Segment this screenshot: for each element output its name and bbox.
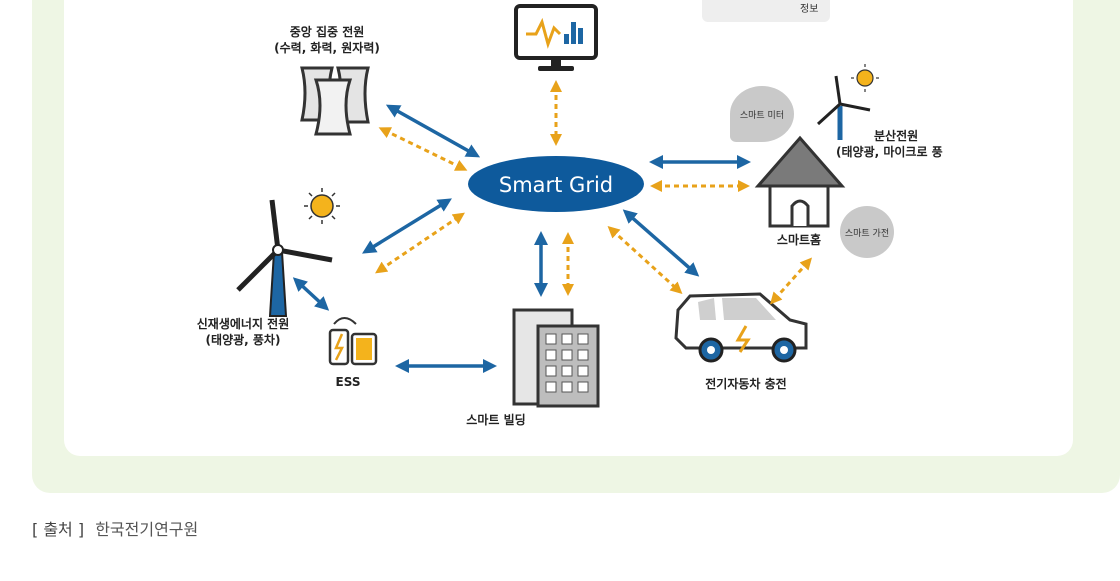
smart-home-label: 스마트홈 — [776, 233, 822, 247]
smart-grid-label: Smart Grid — [498, 173, 614, 197]
distributed-power-label: 분산전원 (태양광, 마이크로 풍 — [836, 128, 966, 160]
electric-car-icon — [674, 292, 808, 363]
small-sun-icon — [851, 64, 879, 92]
legend-info-label: 정보 — [800, 4, 819, 15]
ev-charging-label: 전기자동차 충전 — [705, 377, 787, 391]
source-text: 한국전기연구원 — [95, 520, 199, 539]
smart-building-icon — [512, 308, 600, 408]
ess-label: ESS — [335, 375, 361, 389]
ess-battery-icon — [328, 317, 378, 366]
central-power-subtitle: (수력, 화력, 원자력) — [274, 41, 380, 55]
small-wind-turbine-icon — [816, 75, 871, 140]
monitor-icon — [514, 4, 598, 71]
power-plant-icon — [300, 66, 370, 136]
smart-grid-center — [468, 156, 644, 212]
central-power-label: 중앙 집중 전원 (수력, 화력, 원자력) — [262, 24, 392, 56]
legend: 정보 — [702, 0, 830, 22]
sun-icon — [304, 188, 340, 224]
renewable-subtitle: (태양광, 풍차) — [205, 333, 281, 347]
distributed-power-subtitle: (태양광, 마이크로 풍 — [836, 145, 943, 159]
renewable-title: 신재생에너지 전원 — [196, 317, 290, 331]
smart-appliance-bubble: 스마트 가전 — [840, 206, 894, 258]
smart-meter-bubble: 스마트 미터 — [730, 86, 794, 142]
source-prefix: [ 출처 ] — [32, 520, 85, 539]
renewable-label: 신재생에너지 전원 (태양광, 풍차) — [178, 316, 308, 348]
flow-arrows — [292, 80, 813, 373]
distributed-power-title: 분산전원 — [874, 129, 919, 143]
wind-turbine-icon — [236, 199, 333, 317]
smart-home-icon — [754, 135, 846, 228]
source-caption: [ 출처 ] 한국전기연구원 — [32, 516, 198, 540]
central-power-title: 중앙 집중 전원 — [289, 25, 365, 39]
smart-building-label: 스마트 빌딩 — [466, 413, 526, 427]
